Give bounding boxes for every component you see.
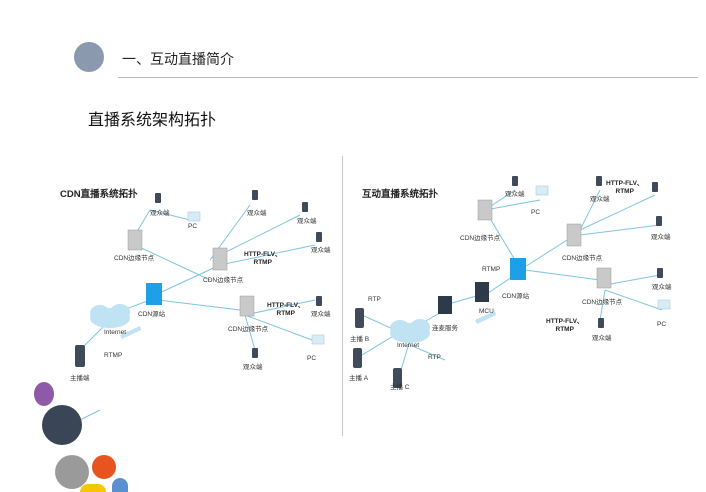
int-viewer-right2-label: 观众端 bbox=[652, 284, 672, 291]
cdn-source-icon bbox=[146, 258, 526, 305]
int-edge-bottom-label: CDN边缘节点 bbox=[582, 299, 623, 306]
cdn-viewer-right-top2-label: 观众端 bbox=[297, 218, 317, 225]
protocol-label: RTMP bbox=[276, 310, 295, 317]
cloud-icon bbox=[90, 304, 430, 343]
protocol-label: HTTP-FLV、 bbox=[546, 318, 584, 325]
int-http-flv-label-1: HTTP-FLV、 RTMP bbox=[606, 180, 643, 196]
int-anchor-c-label: 主播 C bbox=[390, 384, 410, 391]
int-viewer-bottom-label: 观众端 bbox=[592, 335, 612, 342]
cdn-http-flv-label-1: HTTP-FLV、 RTMP bbox=[244, 251, 281, 267]
int-anchor-a-label: 主播 A bbox=[349, 375, 369, 382]
cdn-internet-label: Internet bbox=[104, 329, 127, 336]
int-source-label: CDN源站 bbox=[502, 293, 530, 300]
decor-yellow-circle-icon bbox=[80, 484, 106, 492]
cdn-viewer-top-label: 观众端 bbox=[150, 210, 170, 217]
int-viewer-right-label: 观众端 bbox=[651, 234, 671, 241]
cdn-pc-bottom-label: PC bbox=[307, 355, 317, 362]
int-http-flv-label-2: HTTP-FLV、 RTMP bbox=[546, 318, 583, 334]
connection-lines bbox=[59, 176, 671, 431]
pc-icon bbox=[187, 185, 671, 345]
section-title: 一、互动直播简介 bbox=[122, 51, 234, 67]
int-viewer-top-right-label: 观众端 bbox=[590, 196, 610, 203]
cdn-pc-top-label: PC bbox=[188, 223, 198, 230]
int-internet-label: Internet bbox=[397, 342, 420, 349]
protocol-label: RTMP bbox=[253, 259, 272, 266]
protocol-label: HTTP-FLV、 bbox=[244, 251, 282, 258]
cdn-edge-bottom-label: CDN边缘节点 bbox=[228, 326, 269, 333]
section-header: 一、互动直播简介 bbox=[0, 0, 706, 90]
protocol-label: RTMP bbox=[555, 326, 574, 333]
header-divider bbox=[118, 77, 698, 78]
decor-blue-circle-icon bbox=[112, 478, 128, 492]
int-pc-right-label: PC bbox=[657, 321, 667, 328]
cdn-viewer-right-mid-label: 观众端 bbox=[311, 247, 331, 254]
cdn-edge-mid-label: CDN边缘节点 bbox=[203, 277, 244, 284]
phone-icon bbox=[75, 176, 663, 388]
decor-gray-circle-icon bbox=[55, 455, 89, 489]
cdn-anchor-rtmp-label: RTMP bbox=[104, 352, 123, 359]
section-bullet-icon bbox=[74, 42, 104, 72]
int-connect-service-label: 连麦服务 bbox=[432, 325, 458, 332]
server-icon bbox=[127, 199, 612, 317]
decor-orange-circle-icon bbox=[92, 455, 116, 479]
cdn-http-flv-label-2: HTTP-FLV、 RTMP bbox=[267, 302, 304, 318]
cdn-edge-left-label: CDN边缘节点 bbox=[114, 255, 155, 262]
int-mcu-label: MCU bbox=[479, 308, 494, 315]
decor-navy-circle-icon bbox=[42, 405, 82, 445]
cdn-viewer-right-top-label: 观众端 bbox=[247, 210, 267, 217]
interactive-panel-title: 互动直播系统拓扑 bbox=[362, 189, 439, 200]
mcu-icon bbox=[438, 282, 489, 314]
int-pc-top-label: PC bbox=[531, 209, 541, 216]
cdn-panel-title: CDN直播系统拓扑 bbox=[60, 189, 138, 200]
panel-divider bbox=[342, 156, 343, 436]
cdn-viewer-bottom-label: 观众端 bbox=[243, 364, 263, 371]
int-rtp-top-label: RTP bbox=[368, 296, 381, 303]
int-edge-mid-label: CDN边缘节点 bbox=[562, 255, 603, 262]
int-source-rtmp-label: RTMP bbox=[482, 266, 501, 273]
int-viewer-top-label: 观众端 bbox=[505, 191, 525, 198]
int-anchor-b-label: 主播 B bbox=[350, 336, 370, 343]
protocol-label: HTTP-FLV、 bbox=[606, 180, 644, 187]
protocol-label: HTTP-FLV、 bbox=[267, 302, 305, 309]
int-edge-top-label: CDN边缘节点 bbox=[460, 235, 501, 242]
int-rtp-bottom-label: RTP bbox=[428, 354, 441, 361]
decor-purple-circle-icon bbox=[34, 382, 54, 406]
cdn-viewer-right-bottom-label: 观众端 bbox=[311, 311, 331, 318]
slide-title: 直播系统架构拓扑 bbox=[88, 112, 217, 129]
cdn-source-label: CDN源站 bbox=[138, 311, 166, 318]
protocol-label: RTMP bbox=[615, 188, 634, 195]
cdn-anchor-label: 主播端 bbox=[70, 375, 90, 382]
topology-diagram: CDN直播系统拓扑 观众端 PC CDN边缘节点 观众端 观众端 观众端 HTT… bbox=[0, 150, 706, 440]
